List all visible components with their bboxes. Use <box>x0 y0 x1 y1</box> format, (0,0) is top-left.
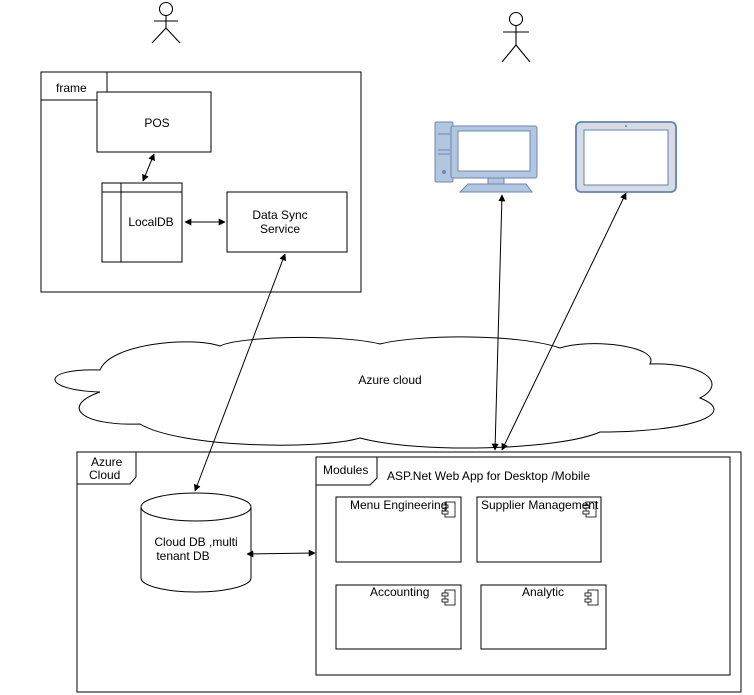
data-sync-label-line2: Service <box>260 222 300 236</box>
component-label: Accounting <box>370 585 429 599</box>
azure-cloud-label: Azure cloud <box>358 373 421 387</box>
azure-cloud-container: Azure Cloud <box>76 451 742 693</box>
component-icon <box>441 589 456 606</box>
component-icon <box>441 501 456 518</box>
component-icon <box>584 589 599 606</box>
component-supplier-management[interactable]: Supplier Management <box>476 496 602 563</box>
cloud-db-label-line1: Cloud DB ,multi <box>154 535 237 549</box>
pos-box[interactable]: POS <box>96 91 212 153</box>
cloud-db-cylinder[interactable]: Cloud DB ,multi tenant DB <box>140 492 252 593</box>
azure-title-line2: Cloud <box>89 468 120 482</box>
connector-clouddb-modules <box>246 549 316 558</box>
modules-title: Modules <box>323 463 368 477</box>
azure-title-line1: Azure <box>91 455 123 469</box>
component-analytic[interactable]: Analytic <box>480 584 607 650</box>
cloud-db-label-line2: tenant DB <box>156 549 209 563</box>
component-label: Menu Engineering <box>350 498 447 512</box>
localdb-table[interactable]: LocalDB <box>101 182 183 263</box>
component-label: Analytic <box>522 585 564 599</box>
component-label: Supplier Management <box>481 498 599 512</box>
connector-pos-localdb <box>142 153 155 182</box>
connector-desktop-webapp <box>491 194 506 451</box>
actor-icon <box>151 1 181 44</box>
data-sync-label-line1: Data Sync <box>252 208 307 222</box>
connector-sync-clouddb <box>193 253 287 492</box>
data-sync-service-box[interactable]: Data Sync Service <box>226 191 348 253</box>
connector-tablet-webapp <box>501 192 627 451</box>
component-accounting[interactable]: Accounting <box>335 584 462 650</box>
component-menu-engineering[interactable]: Menu Engineering <box>335 496 462 563</box>
frame-title: frame <box>56 81 87 95</box>
component-icon <box>582 501 597 518</box>
modules-app-label: ASP.Net Web App for Desktop /Mobile <box>387 469 590 483</box>
localdb-label: LocalDB <box>128 215 173 229</box>
tablet-icon <box>575 121 677 193</box>
azure-cloud-shape: Azure cloud <box>54 336 715 449</box>
pos-label: POS <box>144 116 169 130</box>
desktop-computer-icon <box>434 121 538 193</box>
actor-icon <box>501 11 531 63</box>
